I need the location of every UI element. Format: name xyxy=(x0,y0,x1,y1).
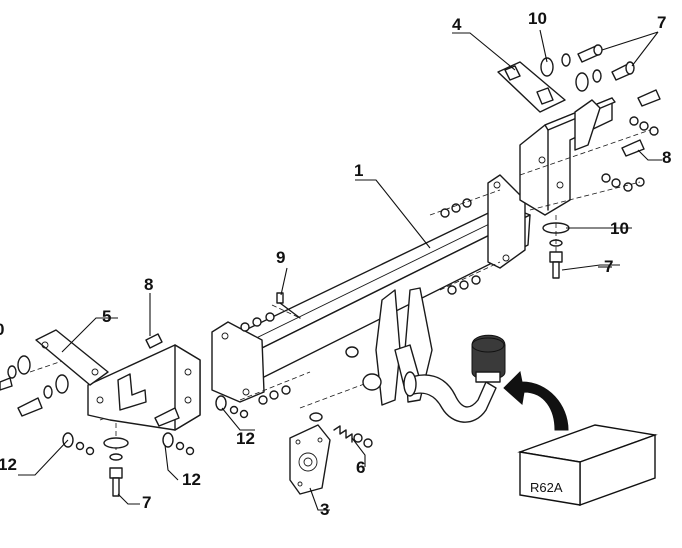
callout-7-bottom: 7 xyxy=(142,493,151,512)
tow-ball-neck xyxy=(403,371,497,423)
top-right-fasteners xyxy=(540,44,661,157)
callout-10-left-cut: 0 xyxy=(0,320,4,339)
callout-8-right: 8 xyxy=(662,148,671,167)
callout-12-right: 12 xyxy=(236,429,255,448)
leader-lines xyxy=(18,29,662,511)
assembly-lines xyxy=(29,129,651,450)
curved-arrow xyxy=(503,370,569,431)
callout-1: 1 xyxy=(354,161,363,180)
callout-6: 6 xyxy=(356,458,365,477)
model-box: R62A xyxy=(517,424,658,506)
vertical-bolt-left xyxy=(103,437,129,497)
callout-7-right: 7 xyxy=(604,257,613,276)
part9-bolt xyxy=(276,292,301,319)
part5-plate xyxy=(35,329,109,386)
left-end-plate xyxy=(211,321,265,403)
tow-ball xyxy=(471,334,506,383)
callout-12-left: 12 xyxy=(0,455,17,474)
callout-5: 5 xyxy=(102,307,111,326)
callout-10-right: 10 xyxy=(610,219,629,238)
callout-8-left: 8 xyxy=(144,275,153,294)
callout-9: 9 xyxy=(276,248,285,267)
callout-3: 3 xyxy=(320,500,329,519)
spring-part xyxy=(333,425,373,448)
left-fasteners xyxy=(0,333,195,456)
right-end-plate xyxy=(487,174,526,269)
right-nuts xyxy=(440,116,659,295)
callout-7-top: 7 xyxy=(657,13,666,32)
callout-10-top: 10 xyxy=(528,9,547,28)
callout-12-mid: 12 xyxy=(182,470,201,489)
right-bracket xyxy=(519,97,616,216)
socket-plate xyxy=(289,412,331,495)
callout-4: 4 xyxy=(452,15,462,34)
model-box-label: R62A xyxy=(530,480,563,495)
left-plate-fasteners xyxy=(215,312,291,419)
callout-labels: 1 3 4 5 6 7 7 7 8 8 9 10 10 0 12 12 12 xyxy=(0,9,671,519)
part4-plate xyxy=(497,61,566,113)
left-bracket xyxy=(87,344,201,431)
